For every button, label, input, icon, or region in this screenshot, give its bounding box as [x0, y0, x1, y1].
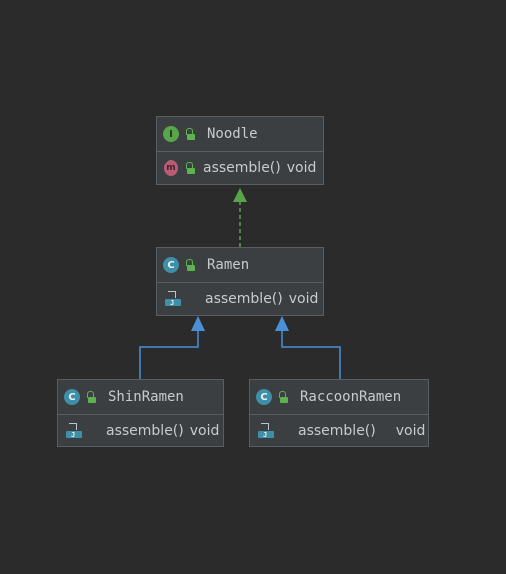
- edge-raccoonramen-extends-ramen: [275, 316, 341, 379]
- realization-arrowhead: [233, 188, 247, 202]
- class-icon: C: [256, 389, 272, 405]
- node-title: ShinRamen: [108, 389, 184, 405]
- public-lock-icon: [86, 391, 96, 403]
- method-row[interactable]: J assemble() void: [157, 283, 323, 315]
- node-title: RaccoonRamen: [300, 389, 402, 405]
- node-header: C Ramen: [157, 248, 323, 283]
- public-lock-icon: [185, 259, 195, 271]
- edge-ramen-implements-noodle: [233, 188, 247, 247]
- uml-interface-noodle[interactable]: I Noodle m assemble() void: [156, 116, 324, 185]
- method-return-type: void: [189, 423, 220, 439]
- node-header: I Noodle: [157, 117, 323, 152]
- uml-class-raccoonramen[interactable]: C RaccoonRamen J assemble() void: [249, 379, 429, 447]
- public-lock-icon: [185, 128, 195, 140]
- method-name: assemble(): [106, 423, 184, 439]
- public-lock-icon: [185, 162, 195, 174]
- class-icon: C: [163, 257, 179, 273]
- uml-class-ramen[interactable]: C Ramen J assemble() void: [156, 247, 324, 316]
- node-header: C RaccoonRamen: [250, 380, 428, 415]
- edge-shinramen-extends-ramen: [139, 316, 205, 379]
- method-return-type: void: [395, 423, 426, 439]
- node-header: C ShinRamen: [58, 380, 223, 415]
- interface-icon: I: [163, 126, 179, 142]
- abstract-method-icon: m: [163, 160, 181, 176]
- class-icon: C: [64, 389, 80, 405]
- uml-class-shinramen[interactable]: C ShinRamen J assemble() void: [57, 379, 224, 447]
- method-name: assemble(): [205, 291, 283, 307]
- method-name: assemble(): [298, 423, 376, 439]
- method-return-type: void: [286, 160, 317, 176]
- method-row[interactable]: J assemble() void: [250, 415, 428, 447]
- public-lock-icon: [278, 391, 288, 403]
- node-title: Noodle: [207, 126, 258, 142]
- node-title: Ramen: [207, 257, 250, 273]
- generalization-arrowhead: [191, 316, 205, 331]
- implemented-method-icon: J: [256, 423, 274, 439]
- implemented-method-icon: J: [163, 291, 181, 307]
- method-name: assemble(): [203, 160, 281, 176]
- method-row[interactable]: m assemble() void: [157, 152, 323, 184]
- generalization-arrowhead: [275, 316, 289, 331]
- method-return-type: void: [288, 291, 319, 307]
- method-row[interactable]: J assemble() void: [58, 415, 223, 447]
- implemented-method-icon: J: [64, 423, 82, 439]
